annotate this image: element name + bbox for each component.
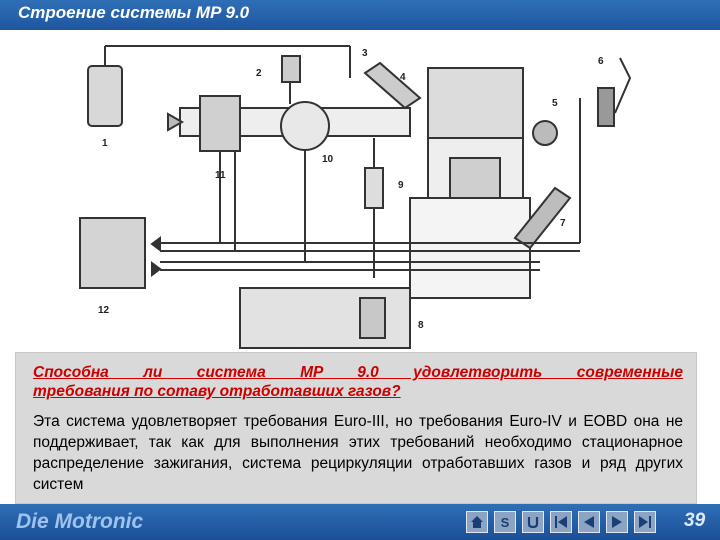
- engine-block: [427, 67, 524, 139]
- label-11: 11: [215, 170, 226, 181]
- fuel-filter: [87, 65, 123, 127]
- search-letter: S: [500, 514, 510, 530]
- previous-button[interactable]: [578, 511, 600, 533]
- system-diagram: 1 2 3 4 5 6 7 8 9 10 11 12: [79, 45, 632, 349]
- throttle-body: [199, 95, 241, 152]
- first-page-button[interactable]: [550, 511, 572, 533]
- label-12: 12: [98, 305, 110, 316]
- first-page-icon: [555, 516, 567, 528]
- title-bar: Строение системы MP 9.0: [0, 0, 720, 30]
- label-4: 4: [400, 72, 406, 83]
- return-icon: [527, 517, 539, 529]
- previous-icon: [584, 516, 594, 528]
- last-page-icon: [639, 516, 651, 528]
- search-button[interactable]: S: [494, 511, 516, 533]
- footer-bar: Die Motronic S 39: [0, 504, 720, 540]
- last-page-button[interactable]: [634, 511, 656, 533]
- label-2: 2: [256, 68, 262, 79]
- label-9: 9: [398, 180, 404, 191]
- answer-text: Эта система удовлетворяет требования Eur…: [33, 413, 683, 493]
- label-1: 1: [102, 138, 108, 149]
- label-3: 3: [362, 48, 368, 59]
- home-icon: [471, 516, 483, 528]
- next-button[interactable]: [606, 511, 628, 533]
- question-text: Способна ли система MP 9.0 удовлетворить…: [33, 363, 683, 401]
- return-button[interactable]: [522, 511, 544, 533]
- label-5: 5: [552, 98, 558, 109]
- pressure-sensor: [281, 55, 301, 83]
- label-7: 7: [560, 218, 566, 229]
- info-box: Способна ли система MP 9.0 удовлетворить…: [15, 352, 697, 504]
- ecu: [79, 217, 146, 289]
- brand-label: Die Motronic: [16, 510, 144, 533]
- next-icon: [612, 516, 622, 528]
- question-line-1: Способна ли система MP 9.0 удовлетворить…: [33, 364, 683, 381]
- question-line-2: требования по сотаву отработавших газов?: [33, 383, 401, 400]
- label-10: 10: [322, 154, 334, 165]
- label-6: 6: [598, 56, 604, 67]
- page-number: 39: [684, 510, 706, 531]
- home-button[interactable]: [466, 511, 488, 533]
- page-title: Строение системы MP 9.0: [18, 3, 250, 22]
- label-8: 8: [418, 320, 424, 331]
